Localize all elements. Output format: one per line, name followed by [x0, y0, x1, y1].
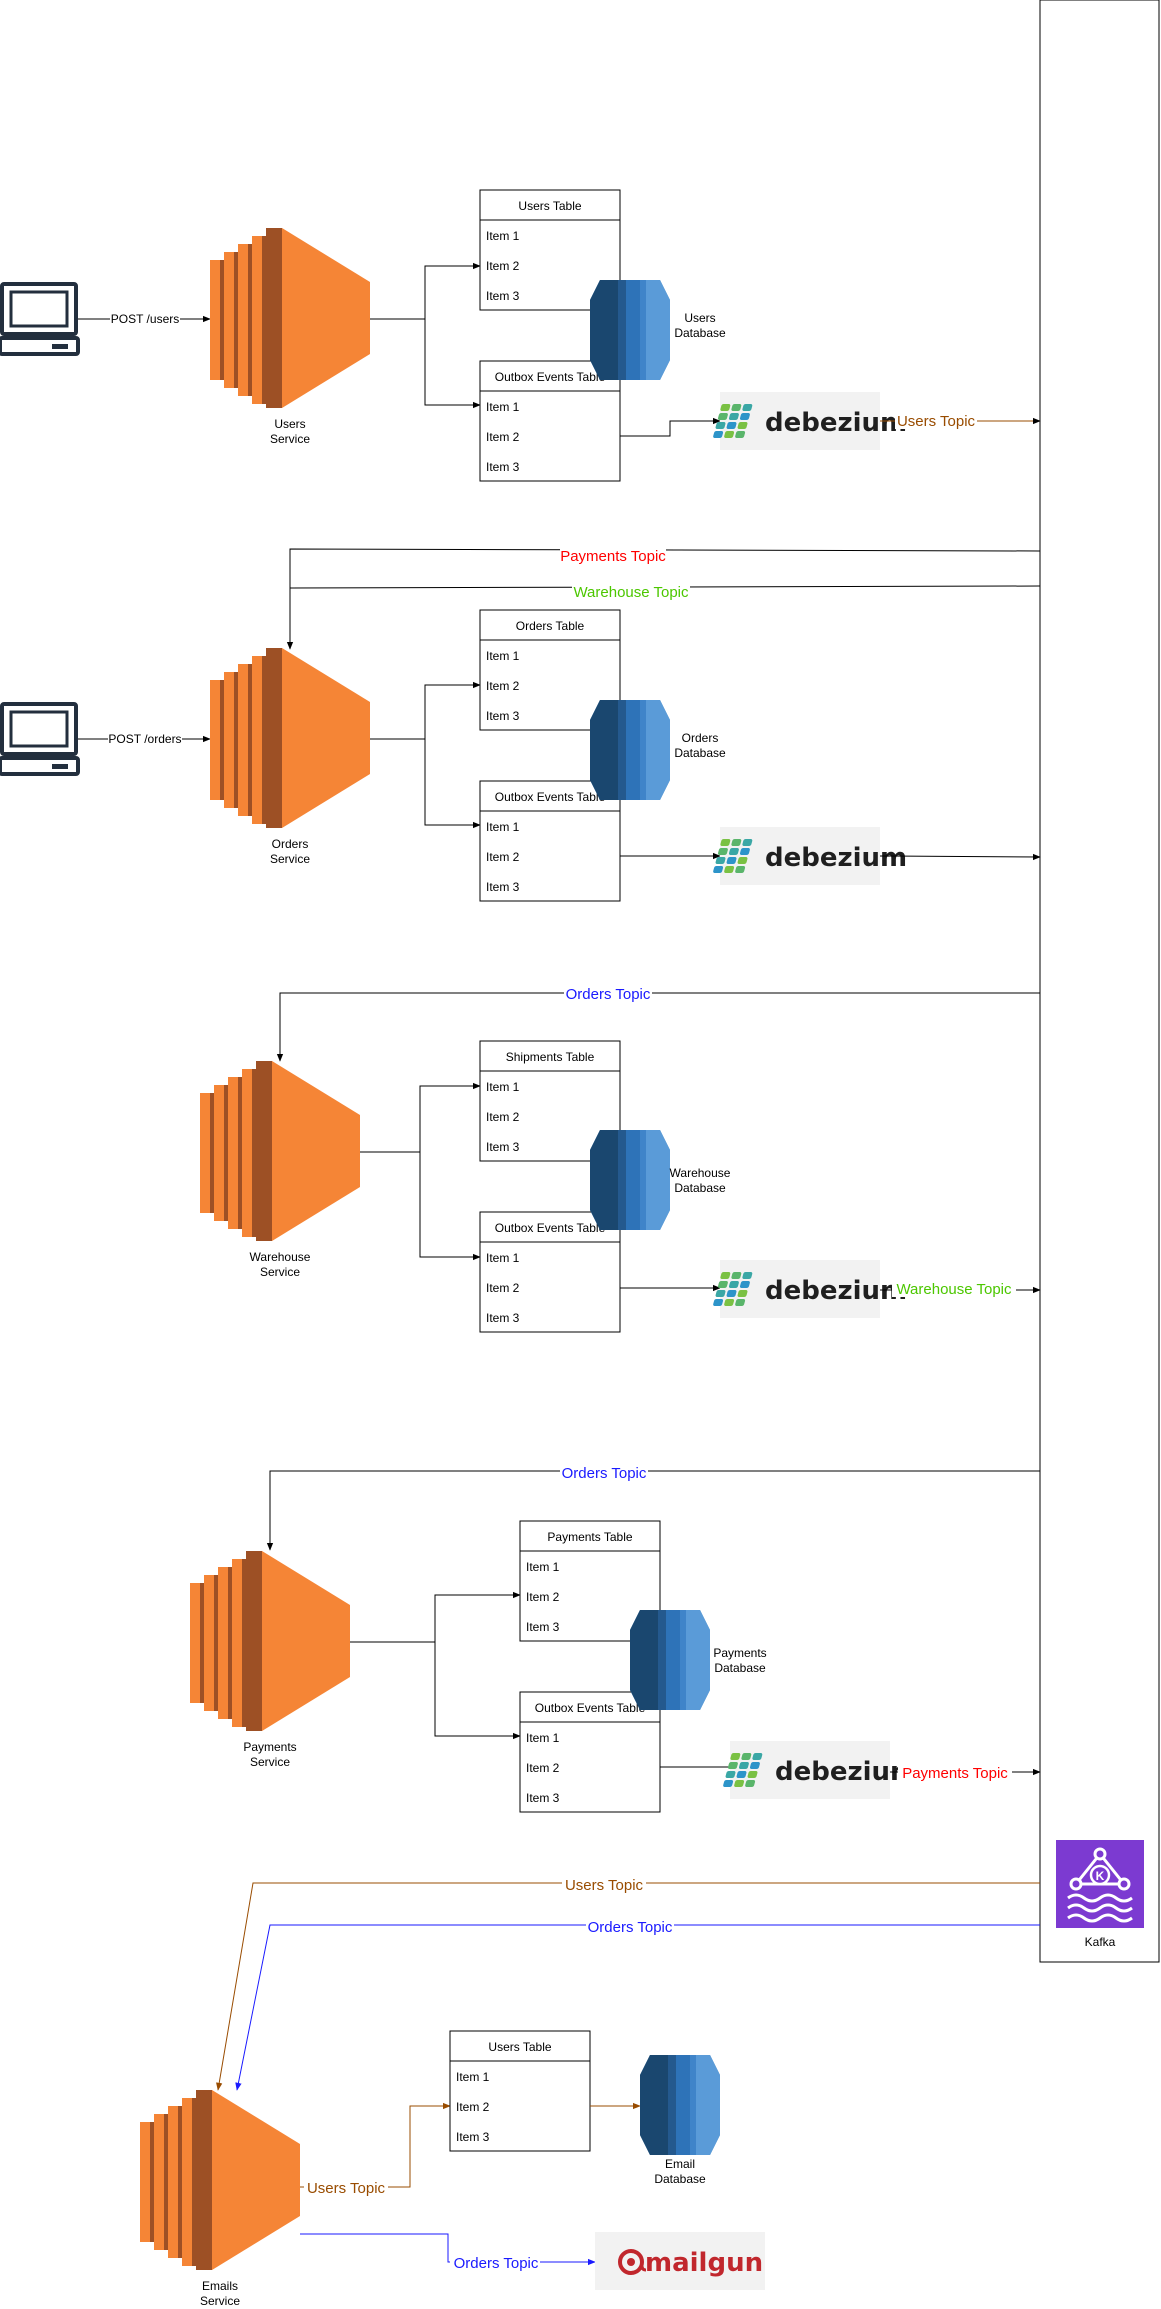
table-row: Item 3 — [486, 1311, 520, 1325]
table-row: Item 3 — [486, 880, 520, 894]
table-row: Item 1 — [456, 2070, 490, 2084]
warehouse-database-icon — [590, 1130, 670, 1230]
table-row: Item 2 — [486, 1110, 520, 1124]
table-title: Outbox Events Table — [495, 370, 606, 384]
table-row: Item 2 — [456, 2100, 490, 2114]
mailgun-label: mailgun — [645, 2248, 763, 2278]
table-title: Users Table — [518, 199, 581, 213]
table-row: Item 1 — [526, 1560, 560, 1574]
mailgun-logo: mailgun — [595, 2232, 765, 2290]
table-row: Item 1 — [486, 820, 520, 834]
laptop-icon — [0, 702, 80, 776]
users-topic-in-emails-label: Users Topic — [565, 1877, 644, 1894]
post-users-label: POST /users — [111, 312, 179, 326]
laptop-icon — [0, 282, 80, 356]
emails-service-icon — [140, 2090, 300, 2270]
payments-database-icon — [630, 1610, 710, 1710]
users-debezium-logo: debezium — [713, 392, 907, 450]
table-row: Item 3 — [526, 1791, 560, 1805]
payments-topic-in-orders-label: Payments Topic — [560, 548, 666, 565]
table-row: Item 1 — [486, 649, 520, 663]
table-title: Outbox Events Table — [495, 1221, 606, 1235]
table-row: Item 2 — [486, 1281, 520, 1295]
payments-service-icon — [190, 1551, 350, 1731]
warehouse-topic-out-label: Warehouse Topic — [896, 1281, 1012, 1298]
orders-debezium-logo: debezium — [713, 827, 907, 885]
table-row: Item 1 — [486, 1080, 520, 1094]
kafka-label: Kafka — [1085, 1935, 1116, 1949]
table-row: Item 2 — [486, 430, 520, 444]
table-row: Item 2 — [486, 679, 520, 693]
table-row: Item 3 — [486, 460, 520, 474]
payments-debezium-logo: debezium — [723, 1741, 917, 1799]
emails-orders-topic-label: Orders Topic — [454, 2255, 539, 2272]
warehouse-service-icon — [200, 1061, 360, 1241]
warehouse-debezium-logo: debezium — [713, 1260, 907, 1318]
table-row: Item 2 — [486, 259, 520, 273]
post-orders-label: POST /orders — [108, 732, 181, 746]
orders-topic-in-emails-label: Orders Topic — [588, 1919, 673, 1936]
users-service-icon — [210, 228, 370, 408]
orders-database-icon — [590, 700, 670, 800]
table-title: Orders Table — [516, 619, 585, 633]
table-row: Item 1 — [486, 400, 520, 414]
table-title: Payments Table — [547, 1530, 632, 1544]
svg-text:K: K — [1096, 1869, 1105, 1883]
table-row: Item 2 — [486, 850, 520, 864]
table-row: Item 1 — [486, 229, 520, 243]
table-row: Item 3 — [456, 2130, 490, 2144]
emails-users-topic-label: Users Topic — [307, 2180, 386, 2197]
table-row: Item 2 — [526, 1761, 560, 1775]
users-database-icon — [590, 280, 670, 380]
table-row: Item 3 — [486, 289, 520, 303]
table-row: Item 1 — [486, 1251, 520, 1265]
table-title: Outbox Events Table — [535, 1701, 646, 1715]
table-row: Item 3 — [486, 709, 520, 723]
warehouse-topic-in-orders-label: Warehouse Topic — [573, 584, 689, 601]
orders-service-icon — [210, 648, 370, 828]
debezium-label: debezium — [765, 408, 907, 438]
debezium-label: debezium — [765, 1276, 907, 1306]
email-database-icon — [640, 2055, 720, 2155]
kafka-bus — [1039, 0, 1160, 1963]
debezium-label: debezium — [765, 843, 907, 873]
table-row: Item 2 — [526, 1590, 560, 1604]
table-row: Item 3 — [526, 1620, 560, 1634]
orders-topic-in-warehouse-label: Orders Topic — [566, 986, 651, 1003]
table-row: Item 1 — [526, 1731, 560, 1745]
table-title: Users Table — [488, 2040, 551, 2054]
table-row: Item 3 — [486, 1140, 520, 1154]
payments-topic-out-label: Payments Topic — [902, 1765, 1008, 1782]
orders-topic-in-payments-label: Orders Topic — [562, 1465, 647, 1482]
kafka-icon: K — [1056, 1840, 1144, 1928]
users-topic-out-label: Users Topic — [897, 413, 976, 430]
table-title: Outbox Events Table — [495, 790, 606, 804]
table-title: Shipments Table — [506, 1050, 595, 1064]
